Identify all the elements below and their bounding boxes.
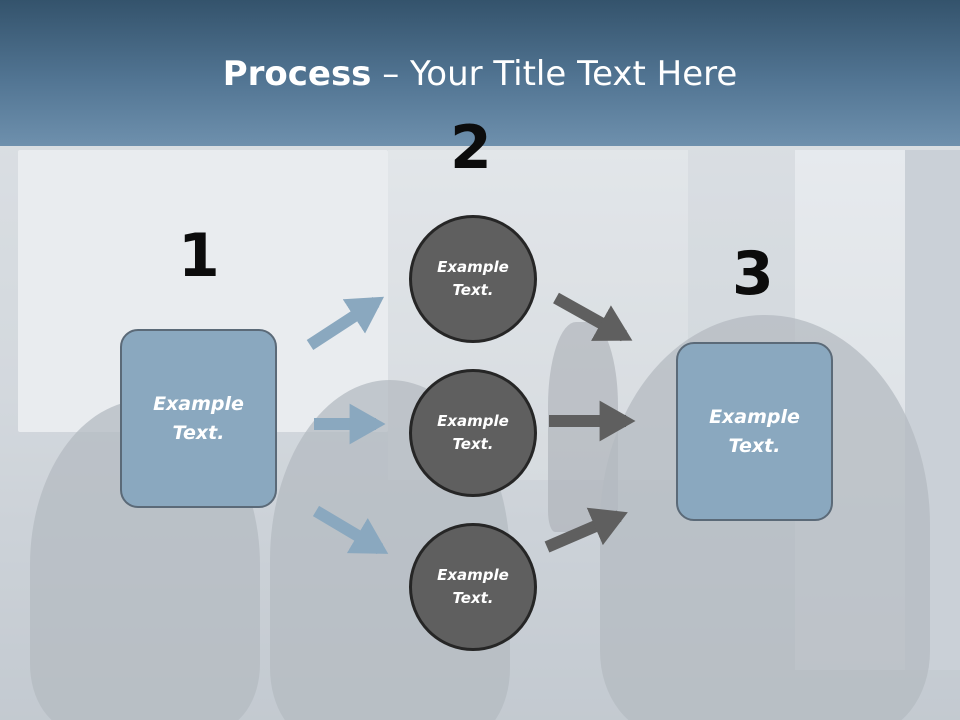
step-number-2: 2 [450,113,492,183]
step-2-circle-middle: Example Text. [409,369,537,497]
step-2-circle-bottom: Example Text. [409,523,537,651]
slide-title: Process – Your Title Text Here [0,54,960,94]
title-rest: – Your Title Text Here [371,54,738,94]
arrow-to-top-circle [306,296,385,351]
title-bold: Process [222,54,372,94]
arrow-from-bottom-circle [544,507,628,553]
step-number-3: 3 [732,239,774,309]
title-banner [0,0,960,146]
step-3-box: Example Text. [676,342,833,521]
step-2-circle-top: Example Text. [409,215,537,343]
arrow-to-bottom-circle [312,505,389,555]
step-number-1: 1 [178,221,220,291]
arrow-from-top-circle [553,292,633,342]
step-1-box: Example Text. [120,329,277,508]
